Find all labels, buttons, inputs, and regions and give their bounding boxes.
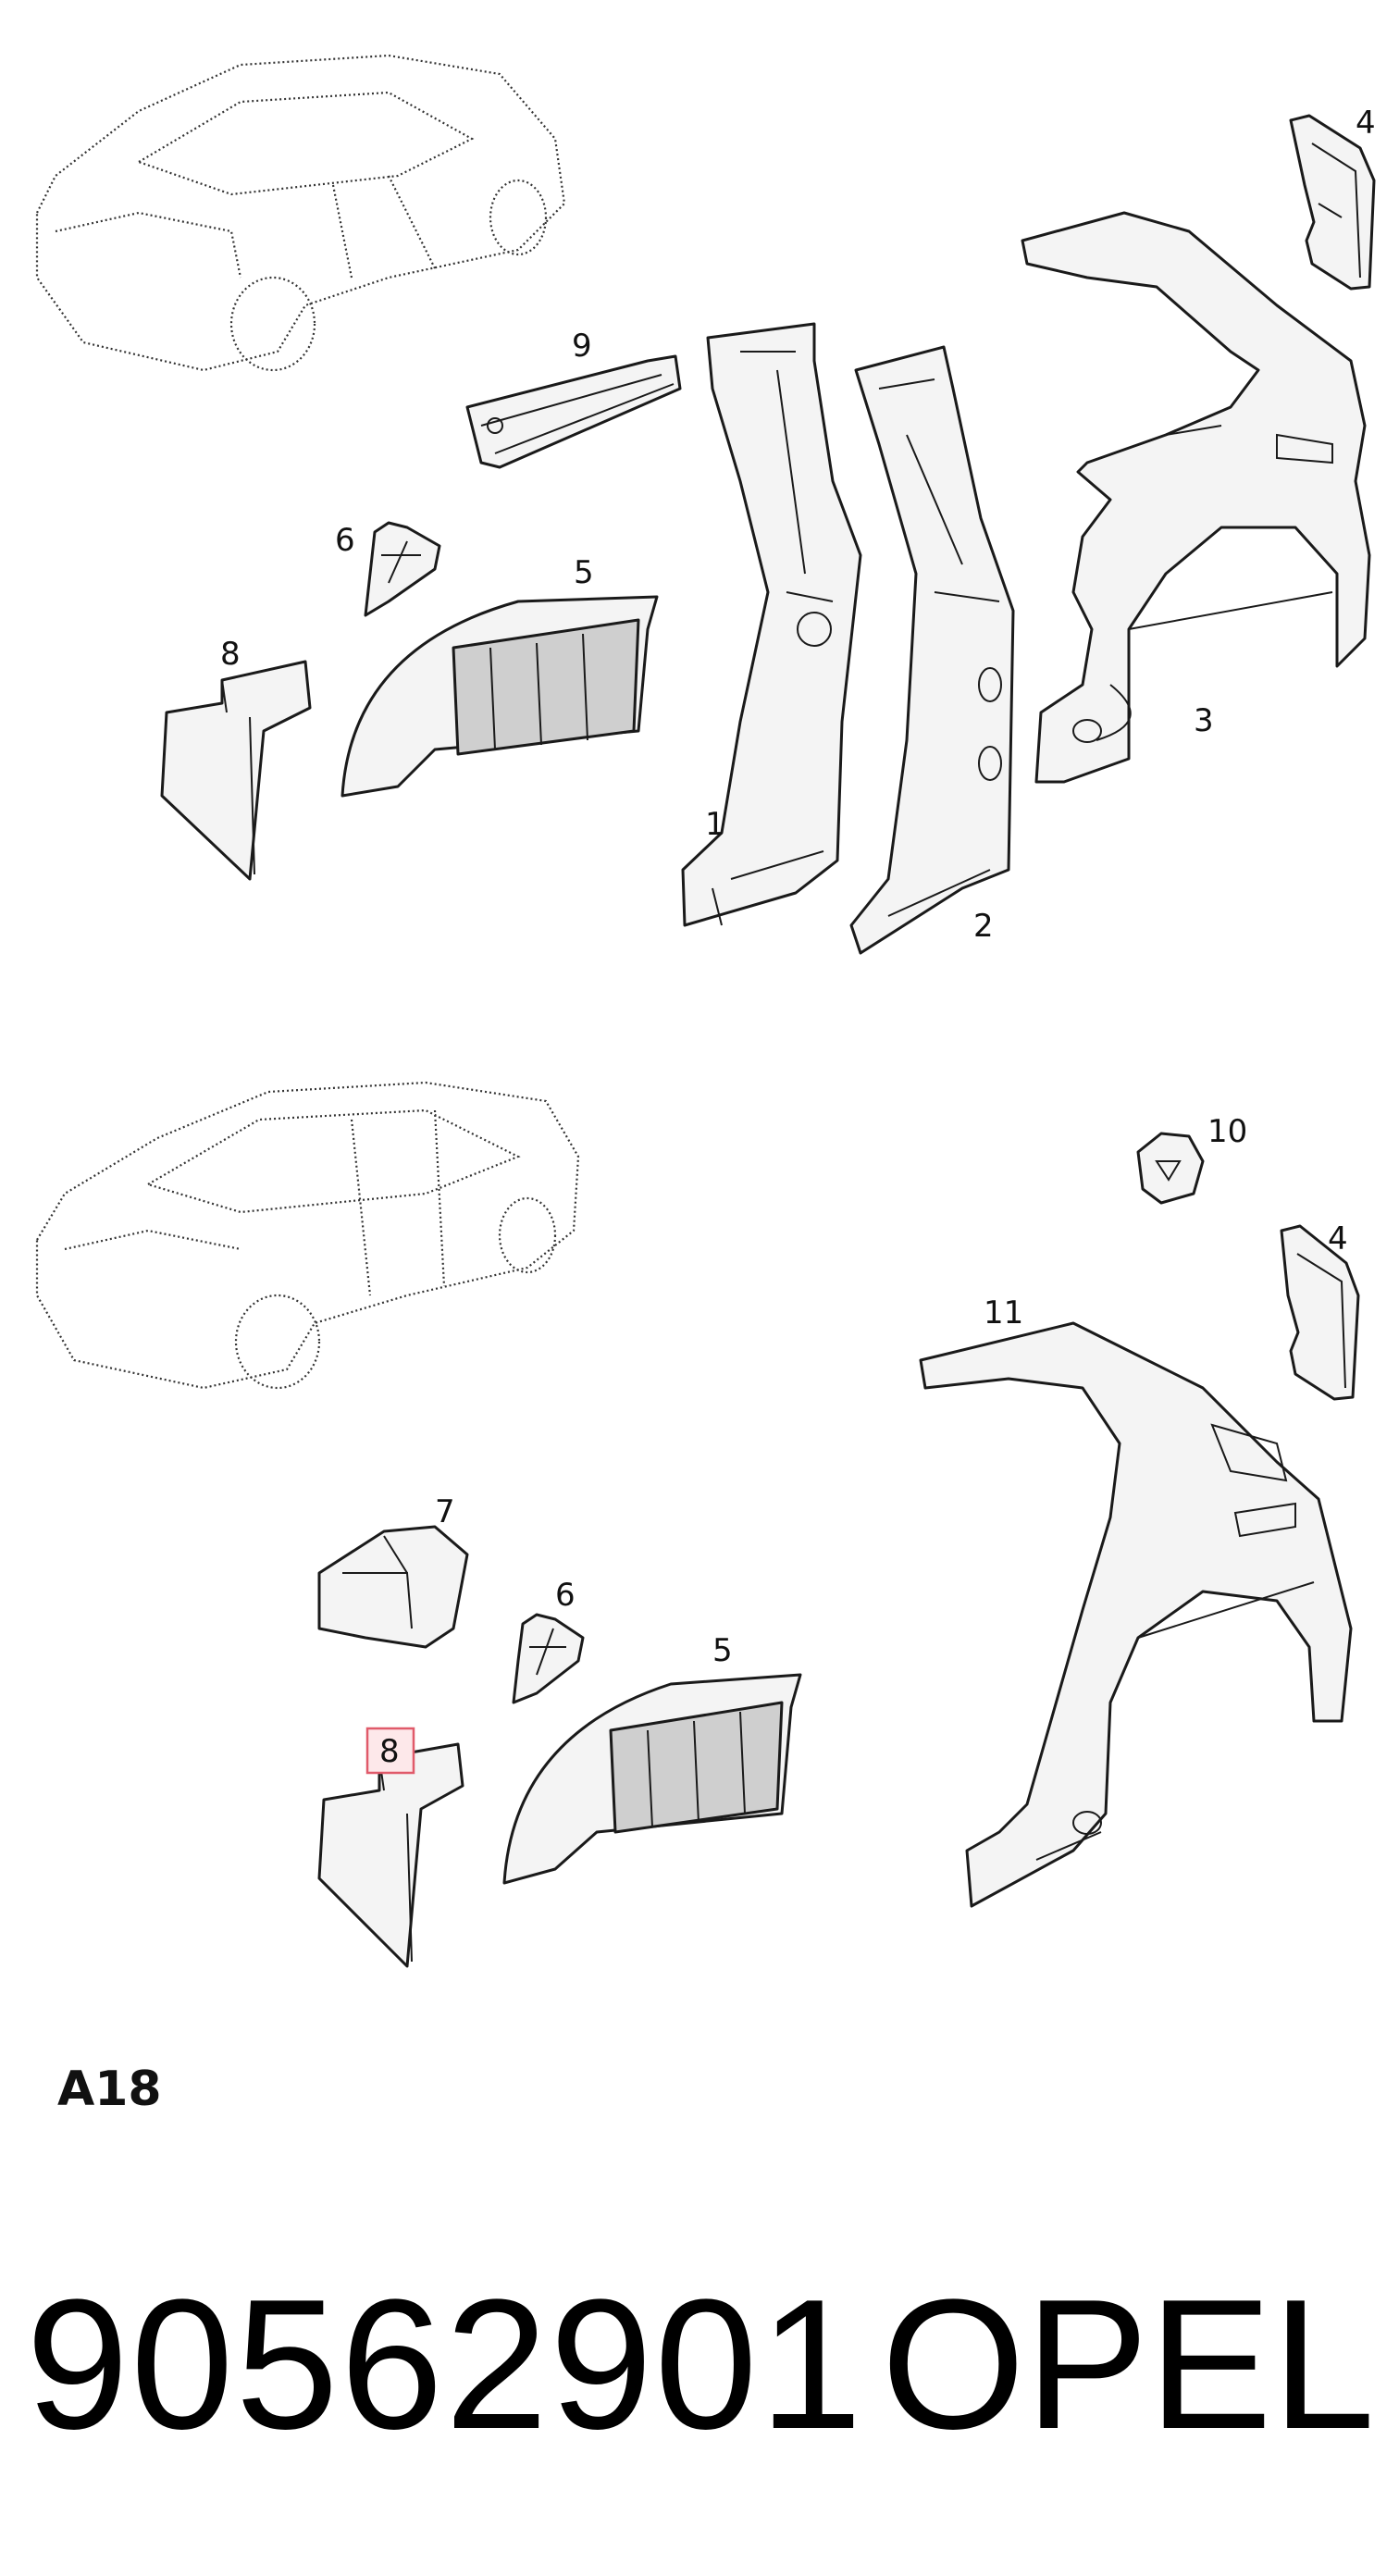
callout-6-top: 6 <box>335 522 355 559</box>
callout-10-bottom: 10 <box>1207 1113 1247 1150</box>
callout-7-bottom: 7 <box>435 1493 455 1530</box>
part-8-rear-closing-panel[interactable] <box>317 1742 464 1968</box>
part-3-rear-quarter-inner[interactable] <box>1021 211 1371 784</box>
callout-3-top: 3 <box>1194 702 1214 739</box>
part-6-wheelhouse-gusset[interactable] <box>364 521 441 617</box>
part-9-roof-rail-bracket[interactable] <box>465 354 682 469</box>
callout-9-top: 9 <box>572 328 592 365</box>
callout-2-top: 2 <box>973 908 994 945</box>
callout-8-top: 8 <box>220 636 241 673</box>
callout-8-bottom: 8 <box>379 1733 400 1770</box>
diagram-code: A18 <box>57 2062 162 2117</box>
callout-1-top: 1 <box>705 806 725 843</box>
exploded-parts-diagram: 4 9 6 5 8 1 2 3 <box>35 54 1376 1968</box>
callout-5-bottom: 5 <box>712 1632 733 1669</box>
part-11-rear-quarter-inner[interactable] <box>919 1321 1353 1908</box>
callout-6-bottom: 6 <box>555 1577 576 1614</box>
part-4-rear-corner-bracket[interactable] <box>1280 1224 1360 1401</box>
part-1-center-pillar-inner[interactable] <box>681 322 862 927</box>
callout-5-top: 5 <box>574 554 594 591</box>
callout-4-top: 4 <box>1356 105 1376 142</box>
part-4-rear-corner-bracket[interactable] <box>1289 114 1376 291</box>
part-10-retaining-clip[interactable] <box>1136 1132 1205 1205</box>
car-outline-5door <box>35 1081 580 1390</box>
part-number: 90562901 <box>26 2261 864 2468</box>
brand-name: OPEL <box>881 2261 1375 2468</box>
part-5-inner-wheelhouse[interactable] <box>340 595 659 798</box>
part-2-center-pillar-outer[interactable] <box>849 345 1015 955</box>
part-8-rear-closing-panel[interactable] <box>160 660 312 881</box>
part-7-wheel-arch-liner[interactable] <box>317 1525 469 1649</box>
callout-4-bottom: 4 <box>1328 1220 1348 1257</box>
part-6-wheelhouse-gusset[interactable] <box>512 1613 585 1704</box>
part-5-inner-wheelhouse[interactable] <box>502 1673 802 1885</box>
callout-11-bottom: 11 <box>984 1294 1023 1331</box>
callout-8-highlight-box <box>365 1727 415 1775</box>
car-outline-3door <box>35 54 566 372</box>
